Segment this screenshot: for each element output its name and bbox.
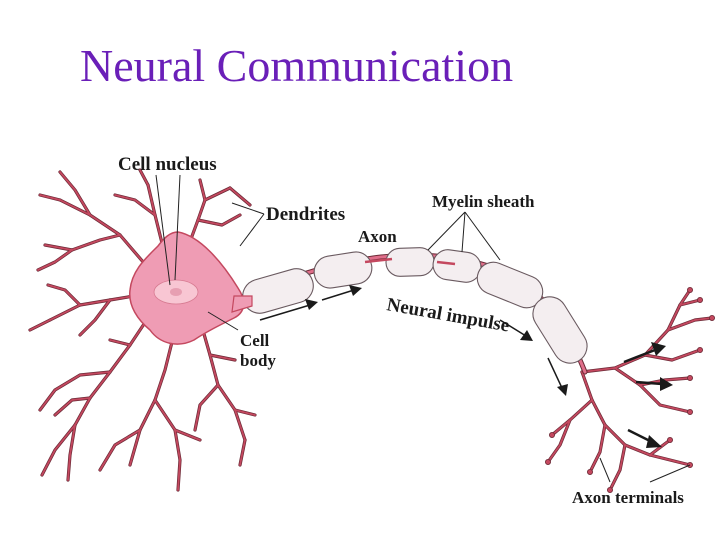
branch: [47, 284, 81, 306]
branch: [199, 179, 206, 201]
branch: [229, 187, 251, 206]
branch: [581, 289, 691, 373]
branch: [581, 371, 691, 466]
label-body: body: [240, 351, 276, 370]
branch: [49, 294, 141, 321]
branch: [74, 314, 151, 426]
branch-outline: [113, 193, 157, 217]
branch: [239, 439, 246, 466]
myelin-segment: [313, 251, 373, 289]
branch: [99, 429, 141, 471]
branch: [194, 384, 219, 431]
branch-outline: [193, 383, 220, 432]
label-axon: Axon: [358, 227, 397, 246]
label-myelin-sheath: Myelin sheath: [432, 192, 535, 211]
branch: [39, 194, 61, 201]
myelin-segment: [532, 296, 588, 364]
branch: [174, 429, 201, 441]
branch-outline: [46, 283, 82, 307]
branch: [679, 299, 701, 306]
myelin-sheath-segments: [242, 247, 588, 364]
branch-outline: [580, 370, 692, 467]
branch: [589, 424, 606, 473]
label-dendrites: Dendrites: [266, 204, 345, 225]
branch: [109, 339, 131, 346]
branch: [644, 349, 701, 361]
branch: [39, 371, 111, 411]
myelin-segment: [242, 268, 314, 314]
branch-outline: [48, 293, 142, 322]
branch: [234, 409, 256, 416]
label-neural-impulse: Neural impulse: [385, 294, 511, 336]
branch: [649, 439, 671, 456]
branch: [29, 319, 51, 331]
branch: [209, 354, 236, 361]
label-cell-nucleus: Cell nucleus: [118, 154, 217, 175]
branch: [139, 169, 149, 186]
branch: [37, 249, 73, 271]
branch: [197, 214, 241, 226]
branch: [551, 399, 593, 436]
branch: [79, 299, 111, 336]
branch: [67, 424, 76, 481]
branch: [44, 234, 121, 251]
axon-terminals: [545, 286, 716, 493]
branch: [639, 384, 691, 413]
label-axon-terminals: Axon terminals: [572, 488, 684, 507]
branch-outline: [153, 398, 182, 492]
branch: [667, 317, 713, 331]
impulse-arrows: [259, 285, 673, 448]
dendrites: [28, 168, 257, 492]
branch: [59, 199, 151, 271]
branch-outline: [58, 198, 152, 272]
branch: [114, 194, 156, 216]
branch: [59, 171, 91, 216]
branch: [54, 397, 91, 416]
slide-title: Neural Communication: [80, 40, 514, 91]
myelin-segment: [476, 261, 544, 309]
branch-outline: [638, 383, 692, 414]
branch: [547, 419, 571, 463]
branch: [41, 424, 76, 476]
myelin-segment: [432, 249, 482, 283]
branch: [154, 399, 181, 491]
label-cell: Cell: [240, 331, 270, 350]
branch-outline: [128, 328, 177, 467]
leader-lines: [155, 174, 691, 483]
branch: [609, 444, 626, 491]
myelin-segment: [385, 247, 435, 277]
